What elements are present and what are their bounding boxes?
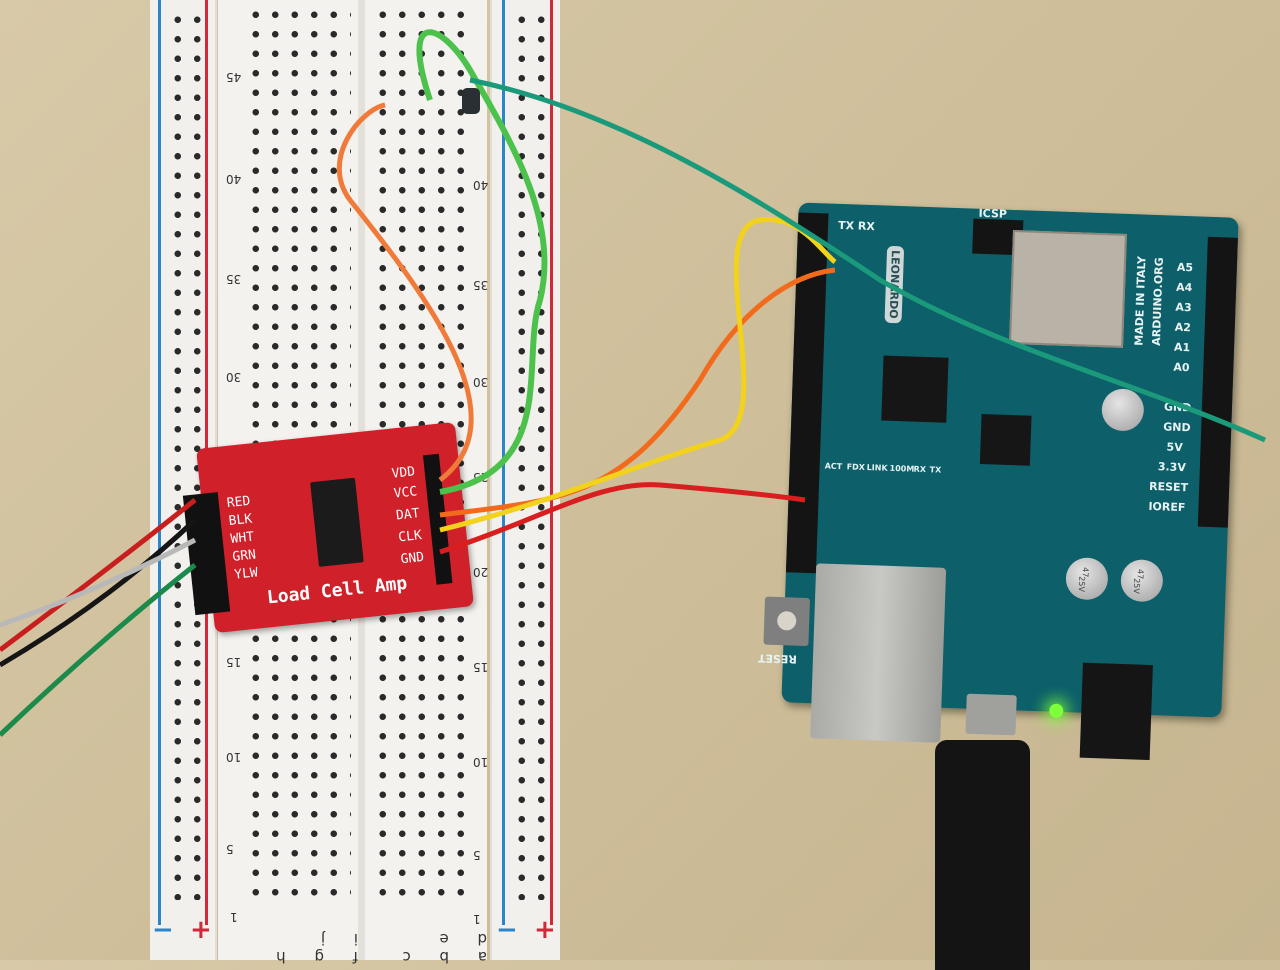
row-number: 5 — [226, 842, 234, 856]
reset-button[interactable] — [763, 596, 811, 647]
rail-plus-label: + — [534, 915, 556, 945]
dc-power-jack — [1079, 662, 1153, 761]
pin-5v: 5V — [1166, 440, 1183, 455]
rj45-ethernet-jack — [810, 563, 947, 743]
made-in-label: MADE IN ITALY — [1132, 255, 1149, 346]
pin-label-clk: CLK — [397, 528, 423, 546]
power-led-icon — [1049, 703, 1064, 719]
row-number: 1 — [473, 912, 481, 926]
pin-label-blk: BLK — [228, 511, 253, 530]
hx711-chip — [310, 477, 364, 567]
led-label-act: ACT — [824, 461, 843, 472]
reset-label: RESET — [757, 651, 798, 666]
capacitor: 47 25V — [1120, 558, 1164, 603]
ethernet-controller-chip — [979, 413, 1032, 466]
row-number: 20 — [473, 565, 489, 579]
pin-gnd: GND — [1163, 420, 1191, 435]
row-number: 35 — [226, 272, 242, 286]
micro-usb-port — [965, 693, 1017, 736]
pin-gnd: GND — [1163, 400, 1192, 415]
analog-power-header — [1197, 236, 1238, 528]
pin-label-grn: GRN — [231, 547, 257, 565]
pin-label-dat: DAT — [395, 506, 421, 524]
row-number: 45 — [226, 70, 242, 84]
row-number: 15 — [226, 655, 242, 669]
row-number: 30 — [473, 375, 489, 389]
atmega32u4-chip — [881, 355, 949, 423]
pin-label-ylw: YLW — [233, 565, 259, 583]
pin-a2: A2 — [1174, 320, 1192, 335]
rail-line-negative — [158, 0, 161, 925]
pin-ioref: IOREF — [1148, 499, 1186, 515]
board-name-label: LEONARDO — [884, 245, 905, 323]
pin-a4: A4 — [1175, 280, 1193, 295]
row-number: 10 — [473, 755, 489, 769]
tx-rx-label: TX RX — [837, 218, 876, 234]
column-labels-a-e: a b c d e — [390, 930, 488, 966]
row-number: 40 — [473, 178, 489, 192]
rail-holes — [512, 10, 548, 900]
capacitor — [1101, 388, 1145, 432]
digital-pin-header — [785, 212, 829, 574]
capacitor-voltage: 25V — [1131, 578, 1142, 594]
pin-label-gnd: GND — [399, 549, 425, 568]
led-label-link: LINK — [866, 463, 888, 473]
pin-a1: A1 — [1173, 340, 1191, 355]
load-cell-amp-board: RED BLK WHT GRN YLW VDD VCC DAT CLK GND … — [182, 421, 474, 634]
capacitor: 47 25V — [1065, 557, 1109, 601]
row-number: 5 — [473, 848, 481, 862]
led-label-fdx: FDX — [846, 462, 866, 472]
usb-cable — [935, 740, 1030, 970]
rail-minus-label: − — [152, 915, 174, 945]
rail-plus-label: + — [190, 915, 212, 945]
site-label: ARDUINO.ORG — [1149, 257, 1166, 347]
row-number: 40 — [226, 172, 242, 186]
row-number: 1 — [230, 910, 238, 924]
output-header — [422, 453, 453, 585]
pin-3v3: 3.3V — [1157, 460, 1187, 475]
row-number: 15 — [473, 660, 489, 674]
pin-label-vcc: VCC — [393, 484, 418, 502]
capacitor-voltage: 25V — [1076, 576, 1087, 593]
icsp-label: ICSP — [978, 206, 1008, 221]
row-number: 35 — [473, 278, 489, 292]
row-number: 10 — [226, 750, 242, 764]
microsd-slot — [1009, 229, 1127, 348]
rail-line-negative — [502, 0, 505, 925]
power-rail-right: − + — [490, 0, 560, 960]
column-labels-f-j: f g h i j — [264, 930, 358, 966]
board-title: Load Cell Amp — [265, 572, 409, 609]
rail-line-positive — [550, 0, 553, 925]
row-number: 25 — [473, 470, 489, 484]
rail-minus-label: − — [496, 915, 518, 945]
pin-reset: RESET — [1148, 479, 1189, 495]
pin-label-vdd: VDD — [390, 464, 416, 482]
pin-a3: A3 — [1175, 300, 1192, 315]
pin-label-wht: WHT — [229, 529, 255, 547]
led-label-100m: 100M — [889, 463, 915, 474]
row-number: 30 — [226, 370, 242, 384]
pin-label-red: RED — [226, 493, 252, 512]
pin-a5: A5 — [1176, 260, 1194, 275]
pin-a0: A0 — [1173, 360, 1190, 375]
led-label-tx: TX — [929, 465, 942, 475]
arduino-leonardo-ethernet: ICSP TX RX LEONARDO MADE IN ITALY ARDUIN… — [758, 202, 1239, 761]
led-label-rx: RX — [913, 464, 927, 475]
